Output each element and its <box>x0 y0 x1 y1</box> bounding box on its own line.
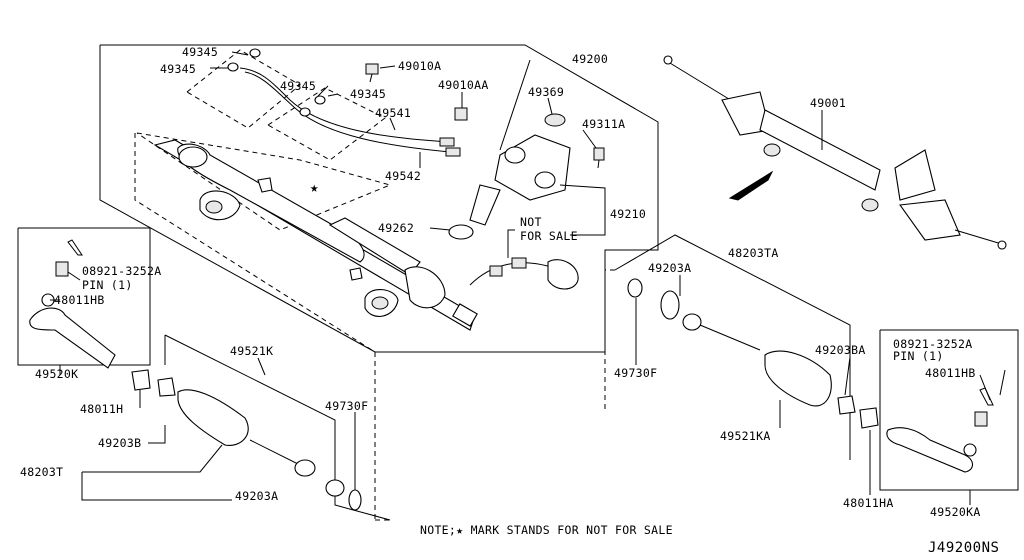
label-49369: 49369 <box>528 85 564 99</box>
label-48011HB-left: 48011HB <box>54 293 105 307</box>
label-49521K: 49521K <box>230 344 273 358</box>
label-49203A-left: 49203A <box>235 489 278 503</box>
label-for-sale: FOR SALE <box>520 229 578 243</box>
label-49262: 49262 <box>378 221 414 235</box>
steering-rack-assembly <box>663 55 1007 250</box>
label-49010A: 49010A <box>398 59 441 73</box>
right-tie-rod-box <box>879 329 1019 491</box>
label-48203TA: 48203TA <box>728 246 779 260</box>
label-49203BA: 49203BA <box>815 343 866 357</box>
left-tie-rod-box <box>17 227 151 369</box>
label-49311A: 49311A <box>582 117 625 131</box>
label-49001: 49001 <box>810 96 846 110</box>
label-49730F-right: 49730F <box>614 366 657 380</box>
label-49010AA: 49010AA <box>438 78 489 92</box>
dashed-frames <box>134 49 615 521</box>
label-48011HA: 48011HA <box>843 496 894 510</box>
label-49520K: 49520K <box>35 367 78 381</box>
hydraulic-pipes <box>227 48 461 157</box>
label-49730F-left: 49730F <box>325 399 368 413</box>
label-pin-right: PIN (1) <box>893 349 944 363</box>
label-49541: 49541 <box>375 106 411 120</box>
label-08921-right: 08921-3252A <box>893 337 972 351</box>
leader-lines <box>50 51 1006 505</box>
label-49520KA: 49520KA <box>930 505 981 519</box>
control-valve <box>448 113 571 240</box>
rack-housing: ★ <box>153 139 478 331</box>
label-not: NOT <box>520 215 542 229</box>
right-inner-parts <box>614 234 879 460</box>
bolts <box>365 63 605 169</box>
label-pin-left: PIN (1) <box>82 278 133 292</box>
label-48011HB-right: 48011HB <box>925 366 976 380</box>
label-49542: 49542 <box>385 169 421 183</box>
footnote: NOTE;★ MARK STANDS FOR NOT FOR SALE <box>420 523 673 537</box>
label-49200: 49200 <box>572 52 608 66</box>
part-labels: 49345 49345 49345 49345 49010A 49010AA 4… <box>20 45 999 556</box>
label-49521KA: 49521KA <box>720 429 771 443</box>
label-48011H: 48011H <box>80 402 123 416</box>
left-inner-parts <box>131 334 391 521</box>
label-49345-b: 49345 <box>160 62 196 76</box>
label-49203A-right: 49203A <box>648 261 691 275</box>
main-assembly-outline <box>99 44 659 353</box>
label-49345-a: 49345 <box>182 45 218 59</box>
label-49345-c: 49345 <box>280 79 316 93</box>
label-08921-left: 08921-3252A <box>82 264 161 278</box>
label-49345-d: 49345 <box>350 87 386 101</box>
label-48203T: 48203T <box>20 465 63 479</box>
diagram-id: J49200NS <box>928 540 999 556</box>
label-49203B: 49203B <box>98 436 141 450</box>
label-49210: 49210 <box>610 207 646 221</box>
not-for-sale-pipe <box>469 257 579 290</box>
svg-text:★: ★ <box>310 180 319 196</box>
